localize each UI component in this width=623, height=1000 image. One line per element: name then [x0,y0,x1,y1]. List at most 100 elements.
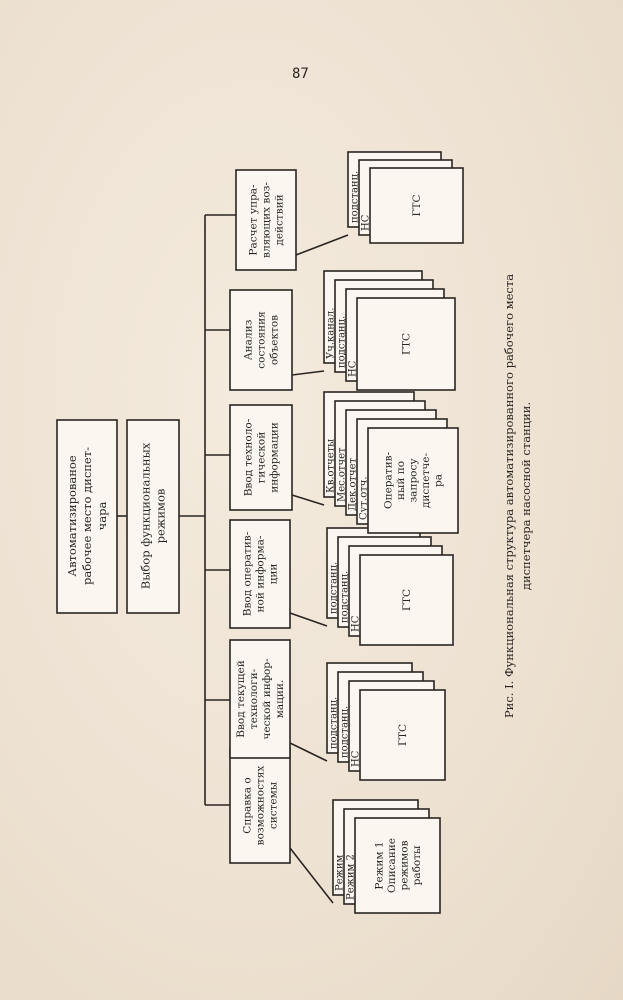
mode-box-1 [229,639,291,759]
stack-2-panel-1-label-line: НС [351,615,362,632]
stack-3-panel-0-label-line: запросу [408,458,420,503]
mode-label-4-line: состояния [256,311,268,369]
mode-label-5-line: Расчет упра- [248,184,260,256]
selector-box [126,419,180,614]
stack-2-panel-2-label: подстанц. [340,571,351,623]
stack-0-panel-1-label: Режим 2 [346,854,357,900]
mode-label-1-line: Ввод текущей [235,660,247,738]
stack-3-panel-4-label: Кв.отчеты [326,439,337,493]
mode-label-5-line: вляющих воз- [261,182,273,258]
stack-0-panel-0 [354,817,441,914]
stack-0-panel-1-label-line: Режим 2 [346,854,357,900]
mode-box-0 [229,747,291,864]
stack-5-panel-0 [369,167,464,244]
mode-0-stack-connector [289,847,334,904]
root-label-line: Автоматизированое [65,455,79,576]
mode-3-stack-connector [291,494,325,506]
stack-2-panel-0 [359,554,454,646]
stack-2-panel-0-label-line: ГТС [401,589,413,611]
stack-4-panel-3-label-line: Уч.канал. [326,308,337,359]
stack-4-panel-2-label-line: подстанц. [337,316,348,368]
stack-3-panel-0 [367,427,459,534]
stack-4-panel-0-label-line: ГТС [401,333,413,355]
figure-caption: Рис. I. Функциональная структура автомат… [502,274,533,718]
stack-3-panel-0-label-line: Оператив- [383,452,395,510]
mode-label-1-line: ческой инфор- [261,658,273,740]
stack-3-panel-2-label: Дек.отчет [348,457,359,511]
stack-0-panel-0-label-line: режимов [398,840,410,890]
stack-0-panel-0-label-line: работы [411,846,423,886]
mode-box-2 [229,519,291,629]
stack-4-panel-0 [356,297,456,391]
mode-label-5-line: действий [274,194,286,245]
stack-5-panel-0-label-line: ГТС [411,195,423,217]
mode-label-2-line: Ввод оператив- [242,531,254,616]
mode-label-0-line: возможностях [255,766,267,846]
stack-2-panel-3-label-line: подстанц. [329,562,340,614]
stack-1-panel-0-label: ГТС [397,724,409,746]
mode-label-2: Ввод оператив-ной информа-ции [242,531,280,616]
mode-box-5 [235,169,297,271]
stack-3-panel-2-label-line: Дек.отчет [348,457,359,511]
stack-0-panel-2-label-line: Режим [335,854,346,891]
stack-2-panel-0-label: ГТС [401,589,413,611]
stack-3-panel-0-label-line: ра [433,474,445,487]
stack-5-panel-2-label-line: подстанц. [350,171,361,223]
stack-5-panel-0-label: ГТС [411,195,423,217]
mode-label-3-line: информации [269,422,281,492]
stack-5-panel-1-label: НС [361,214,372,231]
stack-0-panel-0-label-line: Режим 1 [373,841,385,889]
page-number: 87 [292,66,309,82]
root-label-line: чара [95,502,109,531]
mode-2-stack-connector [289,612,328,627]
mode-label-2-line: ной информа- [255,535,267,612]
stack-4-panel-3-label: Уч.канал. [326,308,337,359]
selector-label-line: режимов [154,489,168,544]
stack-5-panel-2-label: подстанц. [350,171,361,223]
stack-1-panel-2-label-line: подстанц. [340,706,351,758]
mode-label-0-line: Справка о [242,777,254,833]
stack-2-panel-2-label-line: подстанц. [340,571,351,623]
stack-4-panel-0-label: ГТС [401,333,413,355]
stack-3-panel-3-label-line: Мес.отчет [337,447,348,502]
stack-3-panel-1-label: Сут.отч. [359,476,370,520]
stack-0-panel-2-label: Режим [335,854,346,891]
figure-caption-line: Рис. I. Функциональная структура автомат… [502,274,516,718]
mode-box-4 [229,289,293,391]
stack-1-panel-3-label-line: подстанц. [329,697,340,749]
mode-label-1-line: технологи- [248,668,260,729]
root-label-line: рабочее место диспет- [80,447,94,585]
stack-0-panel-0-label-line: Описание [386,838,398,893]
stack-1-panel-1-label: НС [351,750,362,767]
mode-label-4-line: объектов [269,315,281,365]
stack-4-panel-1-label-line: НС [348,360,359,377]
stack-2-panel-3-label: подстанц. [329,562,340,614]
mode-label-4-line: Анализ [243,319,255,360]
stack-1-panel-3-label: подстанц. [329,697,340,749]
stack-4-panel-1-label: НС [348,360,359,377]
mode-label-2-line: ции [268,564,280,585]
mode-5-stack-connector [295,234,349,256]
stack-4-panel-2-label: подстанц. [337,316,348,368]
stack-1-panel-1-label-line: НС [351,750,362,767]
stack-3-panel-3-label: Мес.отчет [337,447,348,502]
mode-label-1-line: мации. [274,680,286,719]
mode-4-stack-connector [291,370,325,376]
stack-3-panel-1-label-line: Сут.отч. [359,476,370,520]
mode-box-3 [229,404,293,511]
mode-label-3-line: Ввод техноло- [243,418,255,496]
stack-1-panel-0-label-line: ГТС [397,724,409,746]
stack-2-panel-1-label: НС [351,615,362,632]
stack-3-panel-0-label-line: ный по [395,461,407,500]
figure-caption-line: диспетчера насосной станции. [519,402,533,590]
stack-1-panel-0 [359,689,446,781]
mode-label-0-line: системы [268,782,280,829]
